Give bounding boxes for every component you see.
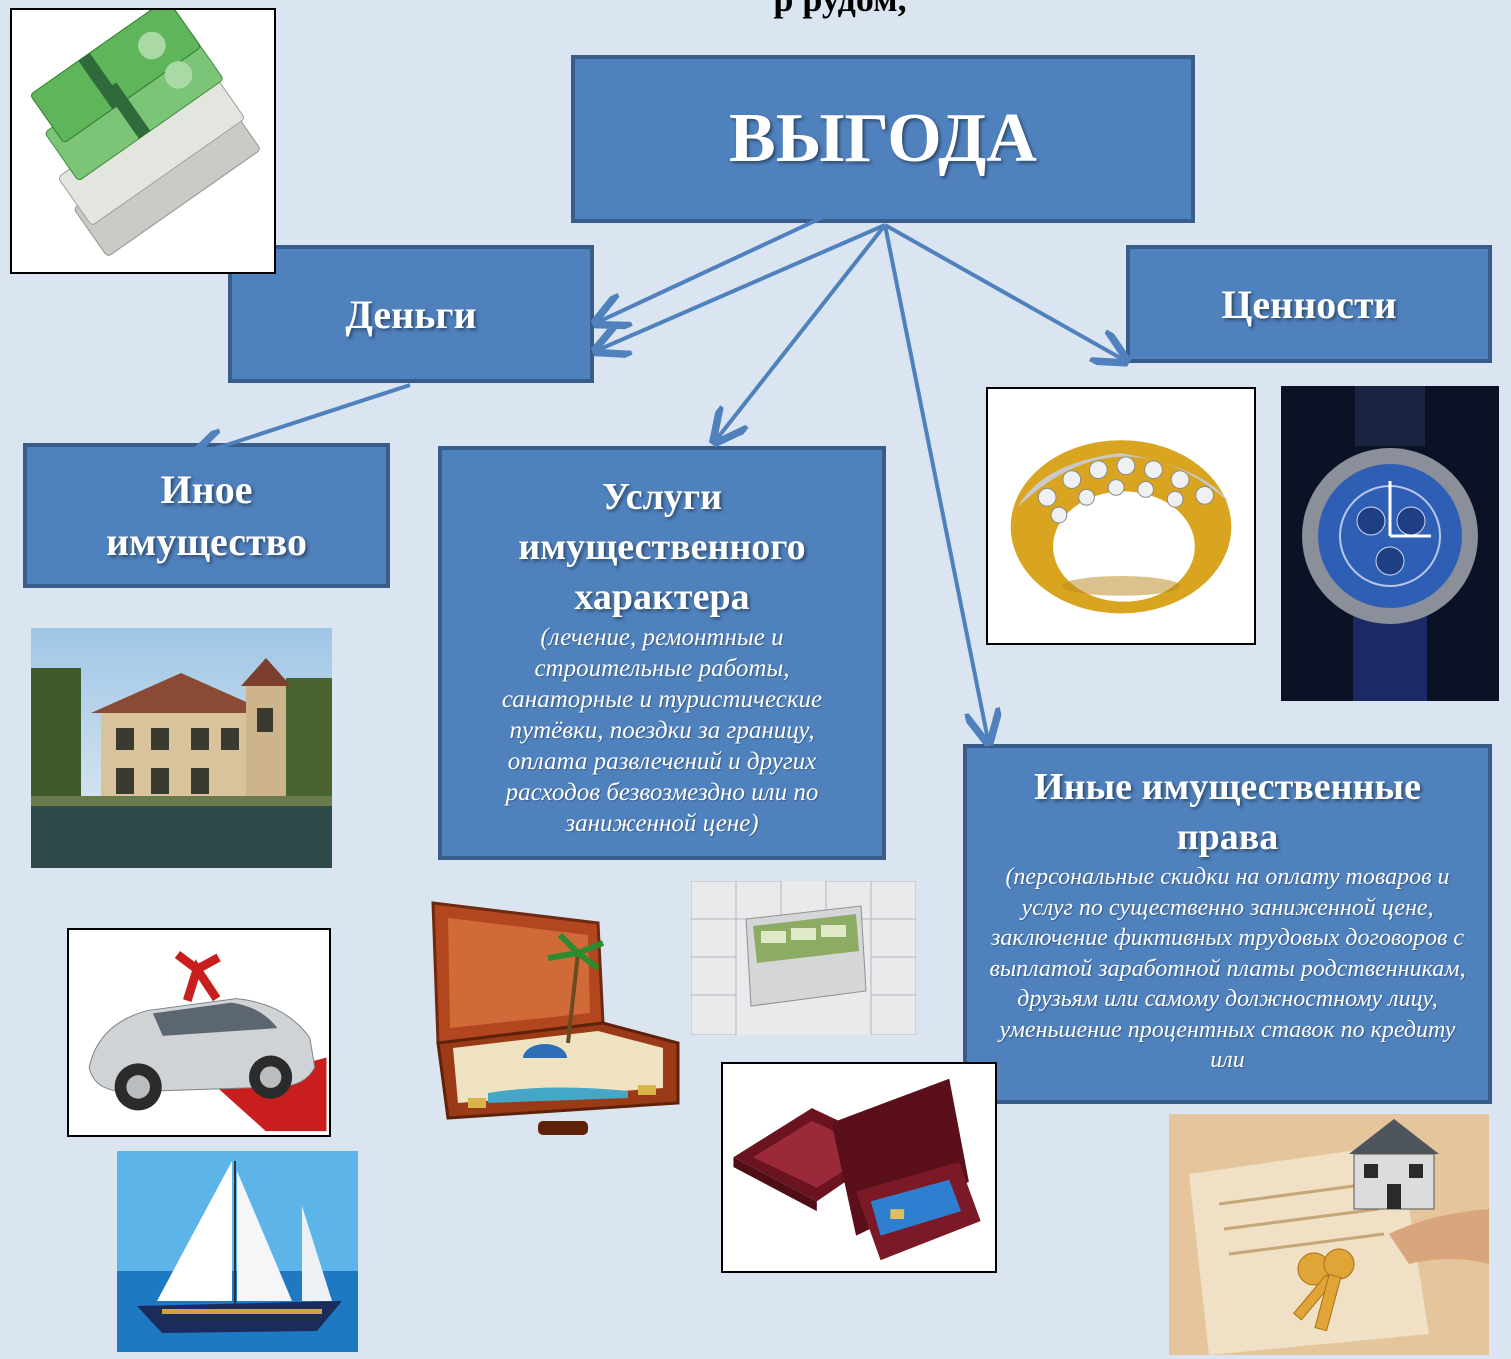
node-services: Услуги имущественного характера (лечение… (438, 446, 886, 860)
house-image (31, 628, 332, 868)
node-rights: Иные имущественные права (персональные с… (963, 744, 1492, 1104)
node-rights-title: Иные имущественные права (1034, 766, 1421, 858)
arrow-root-to-rights (883, 224, 988, 740)
suitcase-beach-icon (428, 893, 680, 1141)
node-root-title: ВЫГОДА (729, 100, 1037, 177)
yacht-image (117, 1151, 358, 1352)
node-services-note: (лечение, ремонтные и строительные работ… (501, 624, 823, 837)
gift-box-card-image (721, 1062, 997, 1273)
house-keys-image (1169, 1114, 1489, 1355)
node-root: ВЫГОДА (571, 55, 1195, 223)
watch-icon (1281, 386, 1499, 701)
car-gift-image (67, 928, 331, 1137)
watch-image (1281, 386, 1499, 701)
yacht-icon (117, 1151, 358, 1352)
money-stack-image (10, 8, 276, 274)
suitcase-beach-image (428, 893, 680, 1141)
node-services-title: Услуги имущественного характера (518, 476, 806, 618)
node-other-property-title: Иное имущество (105, 466, 308, 564)
node-rights-note: (персональные скидки на оплату товаров и… (989, 864, 1466, 1073)
ring-image (986, 387, 1256, 645)
node-valuables-title: Ценности (1221, 281, 1397, 327)
safe-deposit-image (691, 881, 916, 1035)
node-money-title: Деньги (345, 291, 477, 337)
car-gift-icon (69, 930, 329, 1135)
ring-icon (988, 389, 1254, 643)
node-money: Деньги (228, 245, 594, 383)
header-fragment: р рудом, (560, 0, 1120, 20)
node-other-property: Иное имущество (23, 443, 390, 588)
money-stack-icon (12, 10, 274, 272)
safe-deposit-icon (691, 881, 916, 1035)
house-icon (31, 628, 332, 868)
house-keys-icon (1169, 1114, 1489, 1355)
gift-box-card-icon (723, 1064, 995, 1271)
arrow-root-to-services (716, 223, 887, 440)
arrow-root-to-money (598, 223, 886, 350)
node-valuables: Ценности (1126, 245, 1492, 363)
arrow-root-to-valuables (884, 223, 1124, 360)
